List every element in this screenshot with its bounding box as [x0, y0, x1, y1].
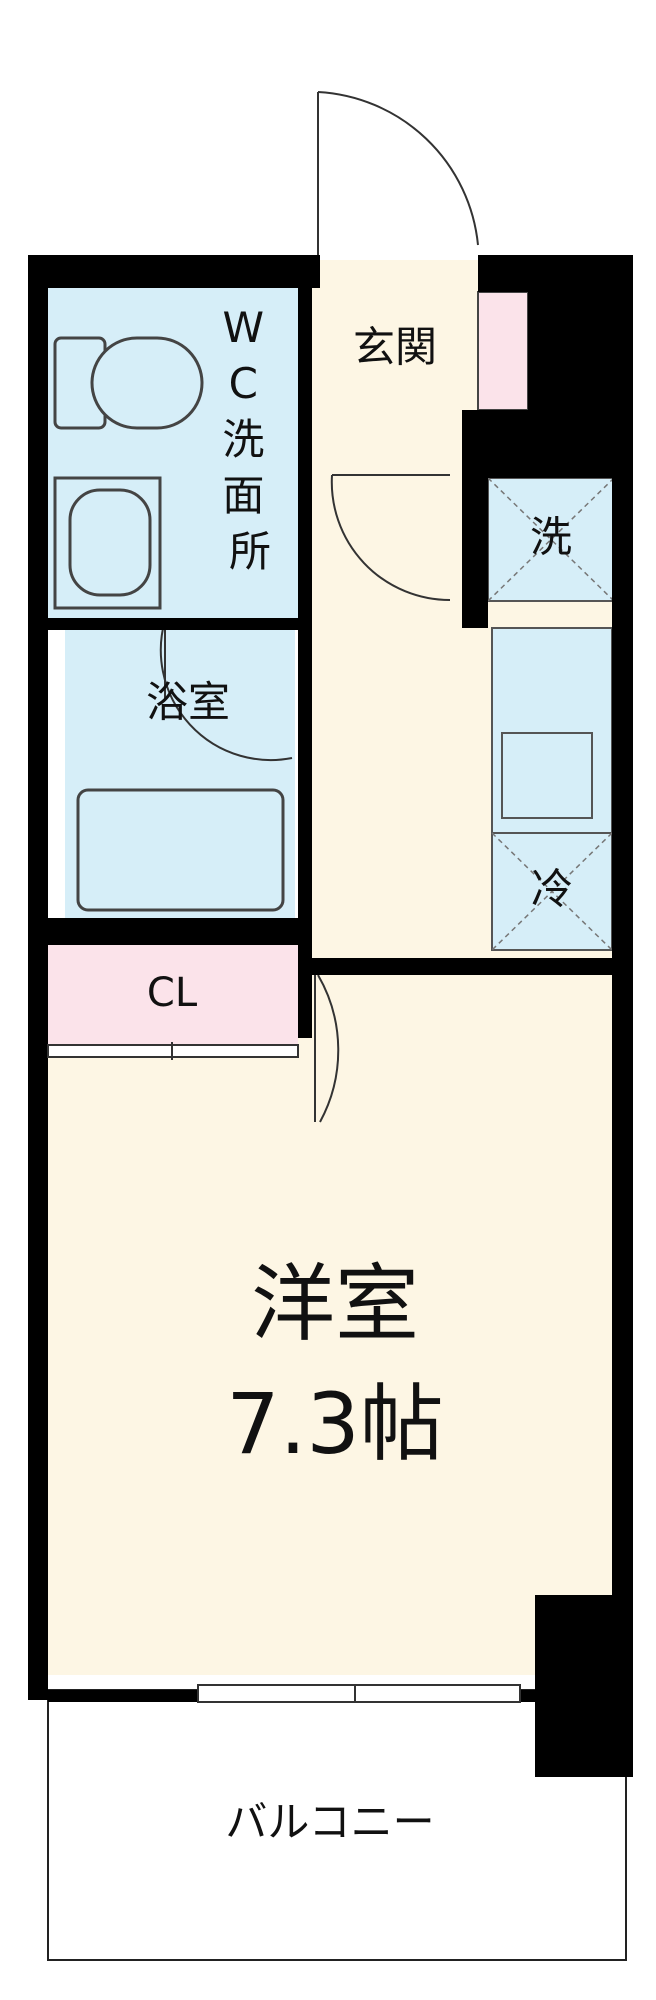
sink [501, 732, 593, 819]
wash-basin [68, 488, 152, 597]
entrance-label: 玄関 [353, 323, 437, 372]
entrance-floor [312, 260, 477, 415]
wc-washroom-label: W C 洗 面 所 [222, 303, 277, 576]
room-door-swing [317, 974, 340, 1123]
front-door-swing [317, 91, 479, 246]
balcony-area [47, 1689, 627, 1961]
walls [28, 255, 633, 1777]
bath-door-swing [159, 619, 293, 761]
bathroom-label: 浴室 [146, 678, 230, 727]
fridge-diagonal-b [491, 832, 613, 951]
shoe-cabinet [477, 291, 529, 411]
closet-floor [48, 945, 298, 1055]
closet-label: CL [147, 970, 198, 1016]
wc-washroom-char: W [223, 303, 265, 352]
hall-door-swing [330, 474, 451, 602]
wc-washroom-char: 洗 [222, 415, 264, 464]
fridge-label: 冷 [531, 865, 573, 914]
washer-diagonal-a [487, 477, 615, 602]
balcony-label: バルコニー [225, 1798, 434, 1847]
toilet-bowl [90, 336, 204, 430]
washer-diagonal-b [487, 477, 615, 602]
wc-washroom-char: 所 [229, 527, 271, 576]
washer-label: 洗 [530, 513, 572, 562]
western-room-size: 7.3帖 [226, 1375, 444, 1473]
bathtub [76, 788, 285, 912]
wc-washroom-char: C [229, 359, 258, 408]
balcony-window [197, 1684, 521, 1703]
wc-washroom-char: 面 [222, 471, 264, 520]
western-room-label: 洋室 [251, 1255, 419, 1353]
